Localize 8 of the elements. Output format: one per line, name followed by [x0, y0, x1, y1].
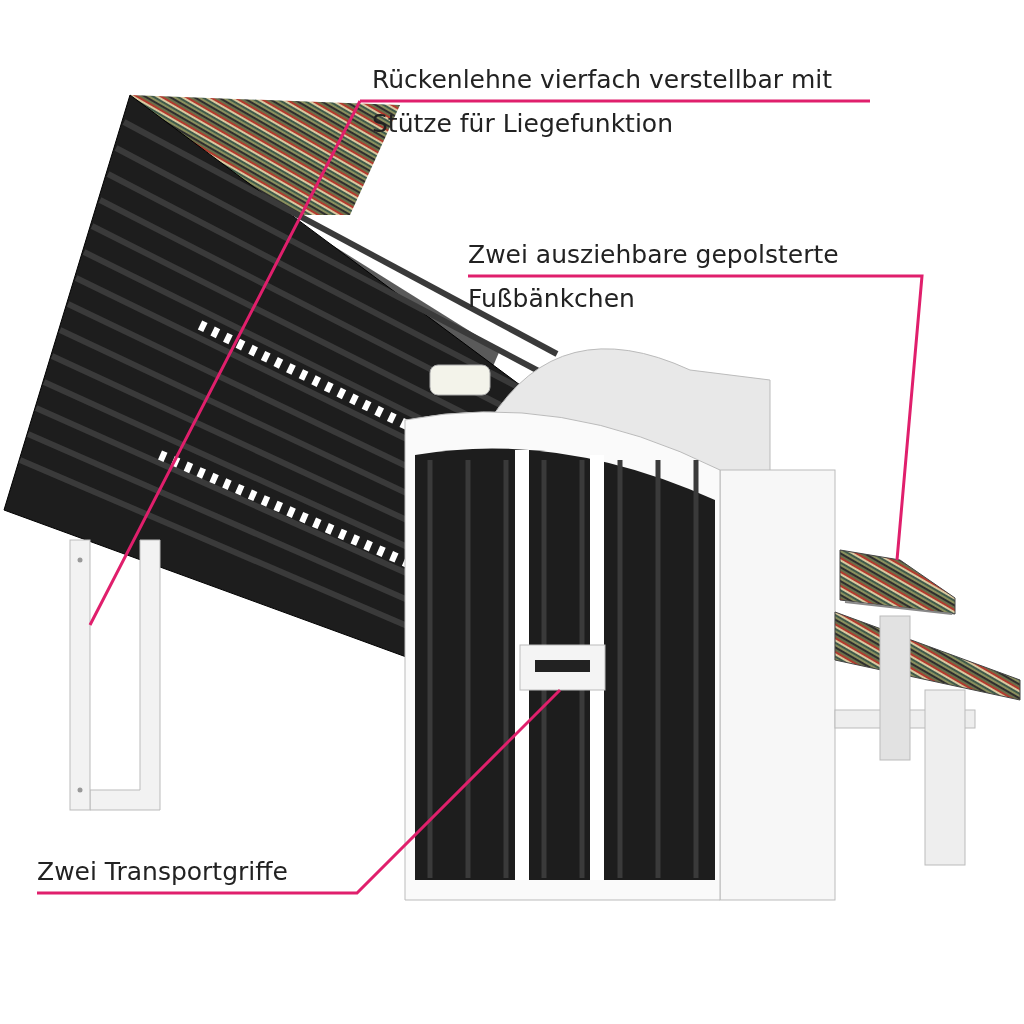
support-leg — [69, 539, 91, 811]
callout-text: Zwei ausziehbare gepolsterte Fußbänkchen — [468, 233, 924, 321]
callout-text: Zwei Transportgriffe — [37, 850, 357, 894]
footrest — [839, 549, 956, 615]
leader-line — [37, 688, 562, 895]
handle — [519, 644, 606, 691]
leader-line — [88, 99, 872, 627]
leader-line — [468, 274, 924, 561]
